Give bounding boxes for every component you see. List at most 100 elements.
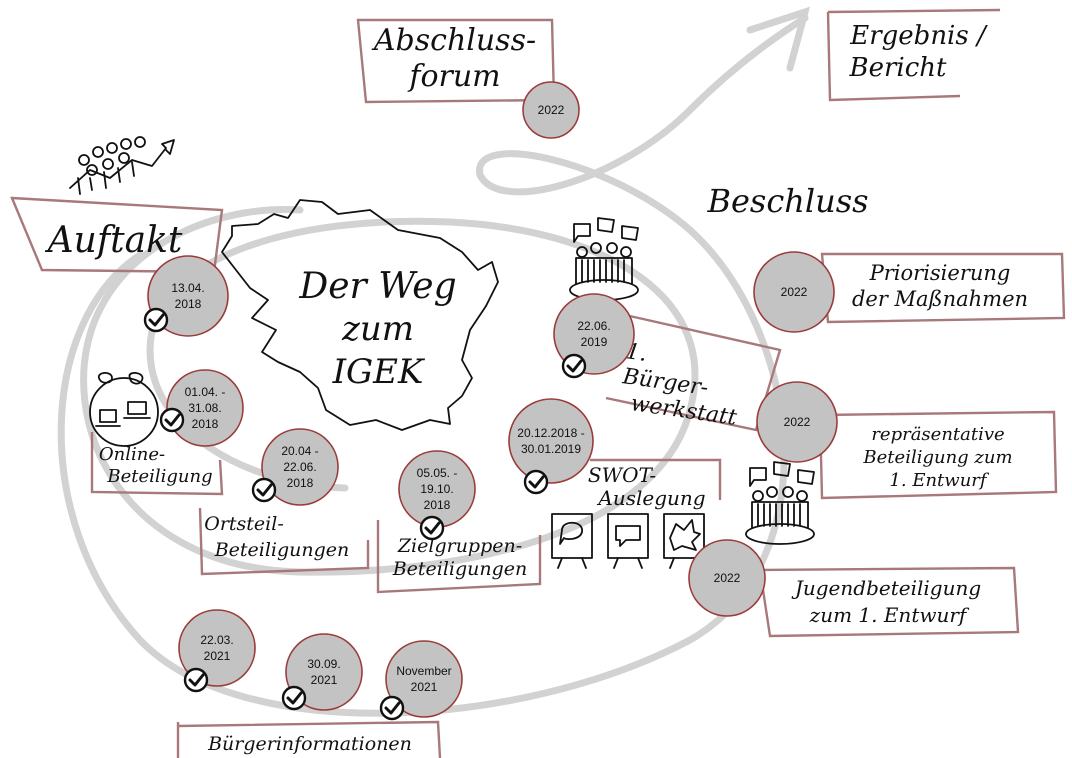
node-priorisierung-date-line: 2022 — [781, 285, 808, 299]
node-swot-circle — [508, 398, 594, 484]
title-line-2: zum — [341, 309, 414, 349]
node-ortsteil-date-line: 22.06. — [283, 460, 316, 474]
spiral-path — [57, 6, 811, 717]
node-jugend: 2022 — [688, 539, 766, 617]
node-repraesentativ: 2022 — [756, 381, 838, 463]
node-jugend-circle — [688, 539, 766, 617]
label-abschluss: Abschluss- forum — [356, 18, 556, 104]
repraesentativ-label-3: 1. Entwurf — [889, 470, 989, 491]
laptops-icon — [89, 372, 159, 447]
repraesentativ-label-2: Beteiligung zum — [862, 447, 1012, 468]
swot-label-2: Auslegung — [596, 486, 705, 510]
node-info-2-date-line: 2021 — [311, 673, 338, 687]
node-swot-date-line: 30.01.2019 — [521, 442, 581, 456]
node-swot-date-line: 20.12.2018 - — [517, 426, 584, 440]
ergebnis-label-1: Ergebnis / — [849, 21, 988, 51]
check-icon — [143, 307, 169, 333]
speech-crowd-icon-2 — [745, 461, 815, 545]
repraesentativ-label-1: repräsentative — [871, 424, 1004, 445]
node-info-3-date-line: 2021 — [411, 680, 438, 694]
node-info-3-circle — [385, 640, 463, 718]
node-zielgruppen: 05.05. - 19.10. 2018 — [398, 450, 476, 541]
label-zielgruppen: Zielgruppen- Beteiligungen — [376, 520, 542, 594]
node-zielgruppen-date-line: 2018 — [424, 498, 451, 512]
node-info-2: 30.09. 2021 — [281, 633, 363, 711]
zielgruppen-label-2: Beteiligungen — [392, 558, 528, 580]
zielgruppen-label-1: Zielgruppen- — [397, 535, 522, 557]
node-swot: 20.12.2018 - 30.01.2019 — [508, 398, 594, 495]
node-info-1-date-line: 22.03. — [200, 633, 233, 647]
jugend-label-2: zum 1. Entwurf — [809, 603, 970, 627]
node-online-date-line: 2018 — [192, 417, 219, 431]
node-info-3: November 2021 — [379, 640, 463, 721]
node-werkstatt: 22.06. 2019 — [553, 293, 635, 379]
online-label-1: Online- — [99, 444, 165, 465]
node-repraesentativ-circle — [756, 381, 838, 463]
node-ortsteil-date-line: 2018 — [287, 476, 314, 490]
auftakt-label: Auftakt — [45, 220, 183, 261]
label-buergerinfo: Bürgerinformationen — [176, 720, 442, 758]
node-ortsteil-date-line: 20.04 - — [281, 444, 318, 458]
label-ergebnis: Ergebnis / Bericht — [826, 8, 1001, 102]
ortsteil-label-2: Beteiligungen — [214, 539, 350, 561]
check-icon — [281, 685, 307, 711]
title-line-3: IGEK — [332, 352, 426, 392]
jugend-label-1: Jugendbeteiligung — [791, 576, 981, 600]
label-ortsteil: Ortsteil- Beteiligungen — [198, 507, 370, 576]
check-icon — [561, 353, 587, 379]
node-auftakt: 13.04. 2018 — [143, 255, 229, 337]
abschluss-label-1: Abschluss- — [371, 23, 536, 58]
crowd-icon — [69, 136, 175, 195]
node-online: 01.04. - 31.08. 2018 — [159, 369, 244, 447]
label-auftakt: Auftakt — [10, 196, 224, 274]
node-online-circle — [166, 369, 244, 447]
node-info-3-date-line: November — [396, 664, 451, 678]
label-swot: SWOT- Auslegung — [588, 458, 722, 510]
node-abschluss-date-line: 2022 — [538, 103, 565, 117]
speech-board-icon — [551, 513, 705, 569]
node-abschluss-circle — [522, 81, 580, 139]
node-zielgruppen-date-line: 19.10. — [420, 482, 453, 496]
node-info-2-circle — [285, 633, 363, 711]
online-label-2: Beteiligung — [106, 466, 212, 487]
node-ortsteil-circle — [261, 428, 339, 506]
node-werkstatt-date-line: 2019 — [581, 335, 608, 349]
check-icon — [419, 515, 445, 541]
node-abschluss: 2022 — [522, 81, 580, 139]
node-jugend-date-line: 2022 — [714, 571, 741, 585]
node-info-1: 22.03. 2021 — [178, 609, 256, 693]
node-info-2-date-line: 30.09. — [307, 657, 340, 671]
ergebnis-label-2: Bericht — [849, 53, 948, 83]
check-icon — [523, 469, 549, 495]
beschluss-label: Beschluss — [706, 182, 868, 220]
node-auftakt-date-line: 13.04. — [171, 281, 204, 295]
label-priorisierung: Priorisierung der Maßnahmen — [820, 252, 1066, 324]
abschluss-label-2: forum — [407, 59, 500, 94]
node-werkstatt-date-line: 22.06. — [577, 319, 610, 333]
buergerinfo-label: Bürgerinformationen — [207, 733, 412, 755]
swot-label-1: SWOT- — [588, 463, 656, 487]
node-ortsteil: 20.04 - 22.06. 2018 — [251, 428, 339, 506]
node-priorisierung-circle — [753, 251, 835, 333]
node-online-date-line: 01.04. - — [185, 385, 226, 399]
map-outline-icon — [221, 199, 499, 431]
node-info-1-circle — [178, 609, 256, 687]
node-priorisierung: 2022 — [753, 251, 835, 333]
label-online: Online- Beteiligung — [90, 432, 224, 496]
node-zielgruppen-date-line: 05.05. - — [417, 466, 458, 480]
node-online-date-line: 31.08. — [188, 401, 221, 415]
check-icon — [379, 695, 405, 721]
check-icon — [159, 407, 185, 433]
node-auftakt-date-line: 2018 — [175, 297, 202, 311]
check-icon — [251, 477, 277, 503]
node-repraesentativ-date-line: 2022 — [784, 415, 811, 429]
node-info-1-date-line: 2021 — [204, 649, 231, 663]
node-auftakt-circle — [147, 255, 229, 337]
ortsteil-label-1: Ortsteil- — [204, 513, 284, 535]
label-repraesentativ: repräsentative Beteiligung zum 1. Entwur… — [818, 410, 1058, 500]
check-icon — [183, 667, 209, 693]
title-line-1: Der Weg — [298, 266, 456, 307]
priorisierung-label-2: der Maßnahmen — [852, 287, 1028, 311]
